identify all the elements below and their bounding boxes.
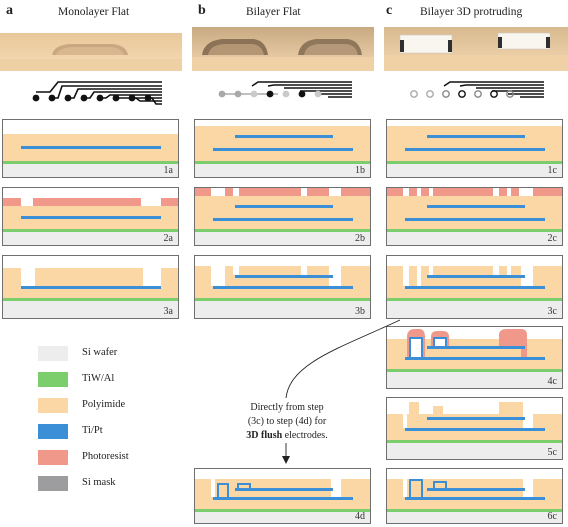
- step-panel-5c: 5c: [386, 397, 563, 460]
- column-title-bilayer-3d-protruding: Bilayer 3D protruding: [420, 6, 523, 18]
- flush-electrode-note: Directly from step (3c) to step (4d) for…: [222, 401, 352, 443]
- trace-layout-monolayer: [28, 78, 164, 108]
- legend-label-si-mask: Si mask: [82, 477, 116, 488]
- render-bilayer-3d-protruding: [384, 27, 568, 71]
- step-panel-1b: 1b: [194, 119, 371, 178]
- step-label-3c: 3c: [547, 306, 557, 317]
- step-label-2b: 2b: [355, 233, 365, 244]
- step-label-2a: 2a: [163, 233, 173, 244]
- note-line-1: Directly from step: [250, 402, 324, 413]
- column-letter-c: c: [386, 3, 393, 18]
- column-letter-a: a: [6, 3, 13, 18]
- column-title-bilayer-flat: Bilayer Flat: [246, 6, 301, 18]
- legend-label-ti-pt: Ti/Pt: [82, 425, 103, 436]
- legend-label-tiw-al: TiW/Al: [82, 373, 115, 384]
- step-panel-2a: 2a: [2, 187, 179, 246]
- legend-swatch-polyimide: [38, 398, 68, 413]
- step-label-1c: 1c: [547, 165, 557, 176]
- step-panel-4d: 4d: [194, 468, 371, 524]
- flow-arrow-3c-to-4d: [282, 319, 401, 464]
- legend-label-photoresist: Photoresist: [82, 451, 129, 462]
- legend-label-si-wafer: Si wafer: [82, 347, 118, 358]
- step-label-6c: 6c: [547, 511, 557, 522]
- step-label-3b: 3b: [355, 306, 365, 317]
- step-panel-1c: 1c: [386, 119, 563, 178]
- legend-label-polyimide: Polyimide: [82, 399, 126, 410]
- legend-swatch-photoresist: [38, 450, 68, 465]
- step-panel-6c: 6c: [386, 468, 563, 524]
- step-label-3a: 3a: [163, 306, 173, 317]
- step-panel-2c: 2c: [386, 187, 563, 246]
- step-panel-3b: 3b: [194, 255, 371, 319]
- step-panel-3c: 3c: [386, 255, 563, 319]
- legend-swatch-si-wafer: [38, 346, 68, 361]
- column-letter-b: b: [198, 3, 206, 18]
- step-panel-3a: 3a: [2, 255, 179, 319]
- step-panel-4c: 4c: [386, 326, 563, 389]
- legend-swatch-si-mask: [38, 476, 68, 491]
- step-label-4d: 4d: [355, 511, 365, 522]
- render-bilayer-flat: [192, 27, 374, 71]
- step-panel-1a: 1a: [2, 119, 179, 178]
- step-label-5c: 5c: [547, 447, 557, 458]
- note-line-3: 3D flush electrodes.: [222, 429, 352, 443]
- step-label-1a: 1a: [163, 165, 173, 176]
- trace-layout-bilayer: [218, 80, 354, 108]
- note-line-3-rest: electrodes.: [282, 430, 328, 441]
- step-label-1b: 1b: [355, 165, 365, 176]
- legend-swatch-tiw-al: [38, 372, 68, 387]
- note-line-2: (3c) to step (4d) for: [247, 416, 327, 427]
- column-title-monolayer-flat: Monolayer Flat: [58, 6, 130, 18]
- legend-swatch-ti-pt: [38, 424, 68, 439]
- step-panel-2b: 2b: [194, 187, 371, 246]
- trace-layout-3d: [410, 80, 546, 108]
- step-label-4c: 4c: [547, 376, 557, 387]
- step-label-2c: 2c: [547, 233, 557, 244]
- note-bold-3d-flush: 3D flush: [246, 430, 283, 441]
- render-monolayer-flat: [0, 33, 182, 71]
